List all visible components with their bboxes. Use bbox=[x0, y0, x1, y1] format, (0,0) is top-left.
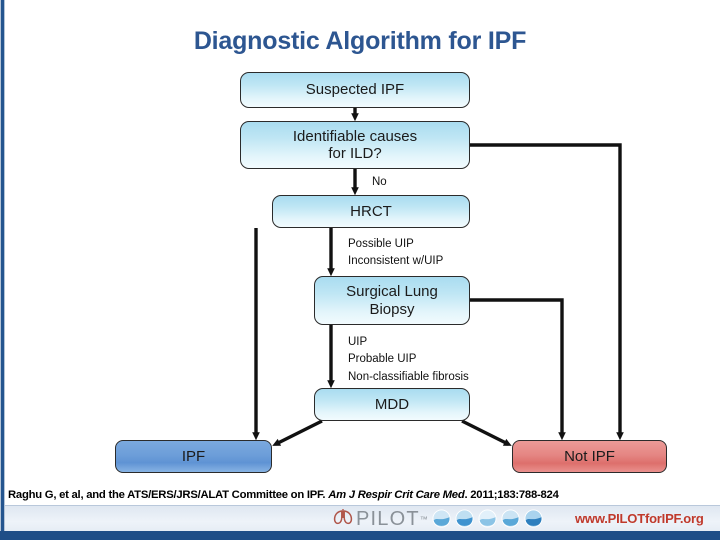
node-suspected-ipf-label: Suspected IPF bbox=[305, 81, 405, 99]
citation-journal: Am J Respir Crit Care Med bbox=[328, 489, 465, 501]
citation-part1: Raghu G, et al, and the ATS/ERS/JRS/ALAT… bbox=[8, 489, 329, 501]
left-accent-strip-inner bbox=[1, 0, 4, 540]
node-ipf[interactable]: IPF bbox=[115, 440, 272, 473]
edge-mdd-to-notipf bbox=[461, 419, 512, 446]
footer-url[interactable]: www.PILOTforIPF.org bbox=[575, 511, 704, 526]
globe-dot-icon bbox=[524, 509, 543, 528]
node-hrct[interactable]: HRCT bbox=[272, 195, 470, 228]
footer-dot-icons bbox=[432, 509, 543, 528]
node-surgical-lung-biopsy-label: Surgical Lung Biopsy bbox=[346, 283, 438, 318]
left-accent-strip bbox=[0, 0, 5, 540]
edge-label-no: No bbox=[372, 176, 387, 188]
pilot-logo: PILOT ™ bbox=[332, 507, 428, 531]
node-identifiable-causes-label: Identifiable causes for ILD? bbox=[292, 127, 418, 162]
pilot-trademark: ™ bbox=[419, 514, 428, 524]
node-not-ipf[interactable]: Not IPF bbox=[512, 440, 667, 473]
edge-mdd-to-ipf bbox=[272, 419, 323, 446]
globe-dot-icon bbox=[432, 509, 451, 528]
node-mdd-label: MDD bbox=[374, 395, 410, 413]
citation-part2: . 2011;183:788-824 bbox=[464, 489, 559, 501]
citation: Raghu G, et al, and the ATS/ERS/JRS/ALAT… bbox=[8, 489, 720, 501]
edge-label-biopsy-branch: UIP Probable UIP Non-classifiable fibros… bbox=[348, 336, 469, 383]
node-hrct-label: HRCT bbox=[350, 202, 392, 220]
footer-bottom-rule bbox=[0, 531, 720, 540]
node-ipf-label: IPF bbox=[181, 447, 206, 465]
edge-causes-to-notipf bbox=[470, 143, 624, 441]
node-not-ipf-label: Not IPF bbox=[564, 447, 615, 465]
lungs-icon bbox=[332, 507, 354, 532]
page-title: Diagnostic Algorithm for IPF bbox=[193, 27, 527, 55]
node-suspected-ipf[interactable]: Suspected IPF bbox=[240, 72, 470, 108]
node-identifiable-causes[interactable]: Identifiable causes for ILD? bbox=[240, 121, 470, 169]
node-mdd[interactable]: MDD bbox=[314, 388, 470, 421]
edge-label-hrct-branch: Possible UIP Inconsistent w/UIP bbox=[348, 238, 444, 268]
globe-dot-icon bbox=[501, 509, 520, 528]
node-surgical-lung-biopsy[interactable]: Surgical Lung Biopsy bbox=[314, 276, 470, 325]
globe-dot-icon bbox=[455, 509, 474, 528]
edge-biopsy-to-notipf bbox=[470, 298, 566, 441]
globe-dot-icon bbox=[478, 509, 497, 528]
pilot-brand-text: PILOT bbox=[356, 507, 420, 530]
